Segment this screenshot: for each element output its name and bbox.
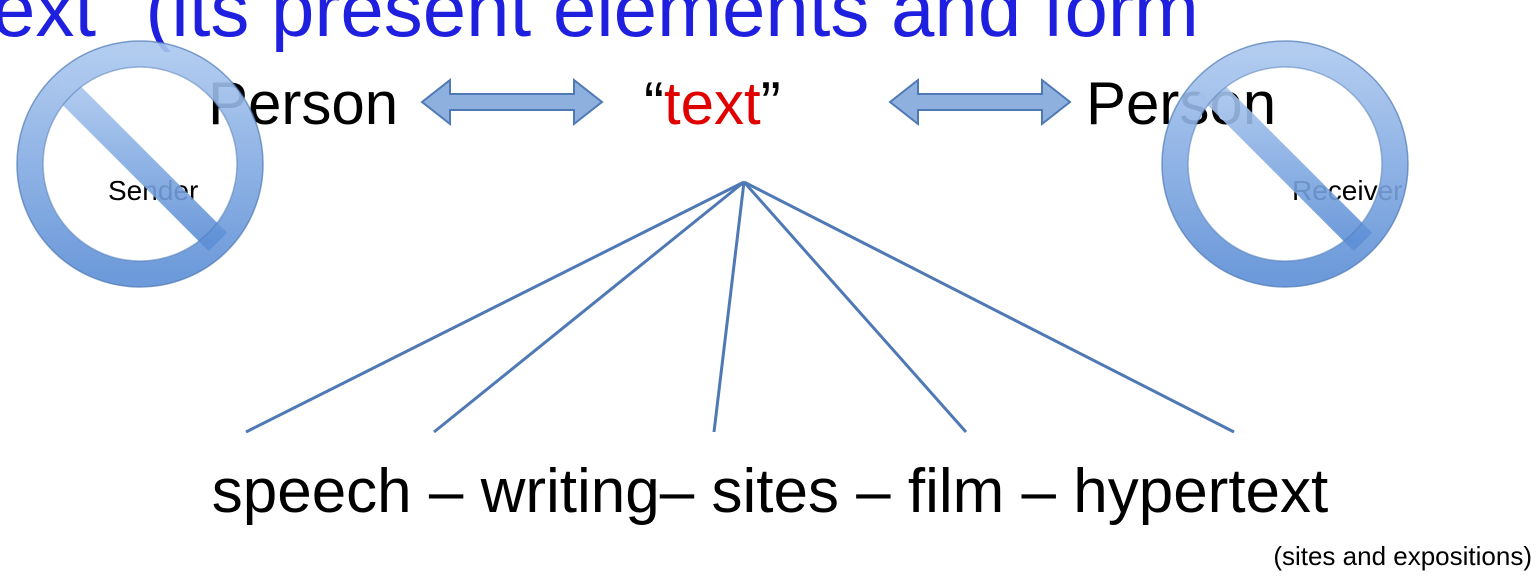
media-connector-lines bbox=[245, 180, 1235, 434]
connector-sites bbox=[712, 181, 746, 433]
text-receiver-double-arrow bbox=[888, 77, 1072, 127]
media-forms-list: speech – writing– sites – film – hyperte… bbox=[212, 457, 1329, 526]
sender-prohibited-icon bbox=[16, 40, 264, 288]
central-text-node: “text” bbox=[644, 70, 781, 137]
sender-text-double-arrow bbox=[420, 77, 604, 127]
text-word: text bbox=[664, 70, 761, 137]
media-forms-note: (sites and expositions) bbox=[1273, 541, 1532, 571]
receiver-prohibited-icon bbox=[1161, 40, 1409, 288]
connector-speech bbox=[245, 180, 745, 434]
connector-writing bbox=[433, 180, 745, 434]
connector-hypertext bbox=[743, 180, 1235, 434]
connector-film bbox=[742, 181, 968, 433]
slide-title: ext" (its present elements and form bbox=[0, 0, 1199, 53]
